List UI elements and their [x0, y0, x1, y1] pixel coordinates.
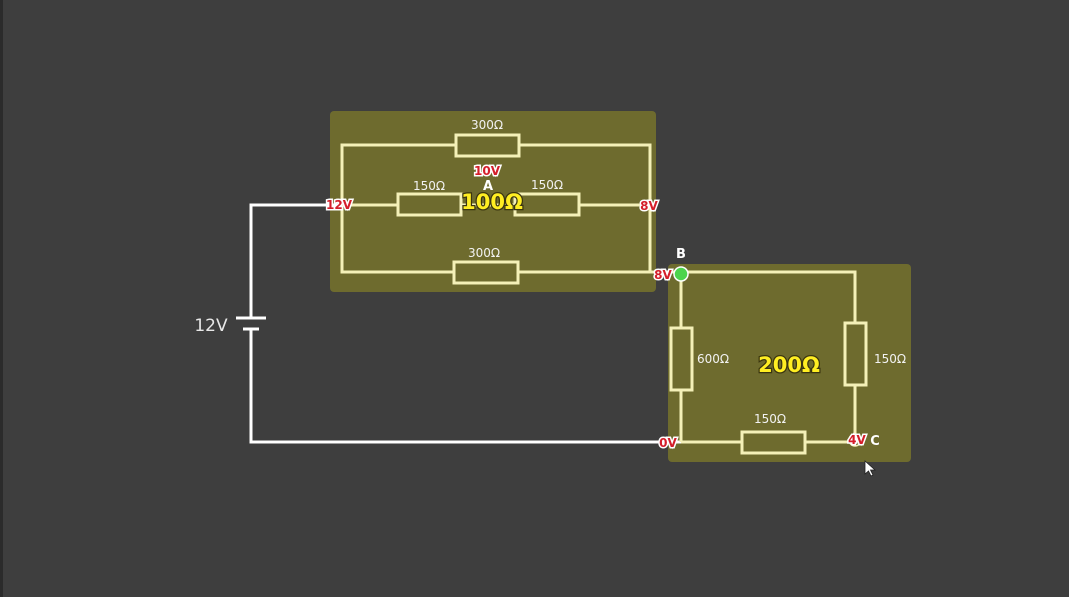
block2-resistor-right[interactable] — [843, 321, 868, 387]
block1-resistor-top[interactable] — [454, 133, 521, 158]
block2-resistor-left-label: 600Ω — [697, 352, 729, 366]
block1-resistor-mid-left[interactable] — [396, 192, 463, 217]
node-c-marker[interactable] — [848, 433, 862, 447]
node-a-voltage: 10V — [474, 164, 501, 178]
block2-resistor-left[interactable] — [669, 326, 694, 392]
wire-source-top — [249, 203, 342, 318]
ground-voltage: 0V — [659, 436, 677, 450]
block1-equivalent-resistance: 100Ω — [461, 190, 523, 214]
source-voltage-label: 12V — [194, 316, 228, 336]
block2-equivalent-resistance: 200Ω — [758, 353, 820, 377]
block1-top-branch — [340, 143, 652, 272]
node-c-letter: C — [870, 434, 880, 449]
block2-top-right-branch — [681, 270, 857, 440]
wire-source-bottom — [249, 329, 681, 444]
block2-resistor-bottom-label: 150Ω — [754, 412, 786, 426]
node-a-letter: A — [483, 179, 493, 194]
block1-circuit: 300Ω 150Ω 150Ω 300Ω A 10V 100Ω 12V 8V — [325, 118, 681, 285]
block2-resistor-right-label: 150Ω — [874, 352, 906, 366]
canvas-left-border — [0, 0, 3, 597]
block2-background — [668, 264, 911, 462]
node-c-voltage: 4V — [848, 433, 866, 447]
source-loop: 12V — [194, 203, 681, 444]
block1-resistor-mid-right[interactable] — [513, 192, 581, 217]
block1-resistor-mid-right-label: 150Ω — [531, 178, 563, 192]
block1-right-voltage: 8V — [640, 199, 658, 213]
block1-resistor-mid-left-label: 150Ω — [413, 179, 445, 193]
block1-resistor-top-label: 300Ω — [471, 118, 503, 132]
node-b-letter: B — [676, 247, 686, 262]
mouse-pointer-icon — [864, 460, 877, 477]
block1-left-voltage: 12V — [326, 198, 353, 212]
block1-bottom-branch — [340, 205, 681, 274]
node-b-dot[interactable] — [673, 266, 689, 282]
block1-resistor-bottom[interactable] — [452, 260, 520, 285]
block2-resistor-bottom[interactable] — [740, 430, 807, 455]
block2-circuit: 600Ω 150Ω 150Ω 200Ω B 8V 4V C 0V — [653, 247, 906, 455]
block1-resistor-bottom-label: 300Ω — [468, 246, 500, 260]
block1-background — [330, 111, 656, 292]
node-b-voltage: 8V — [654, 268, 672, 282]
